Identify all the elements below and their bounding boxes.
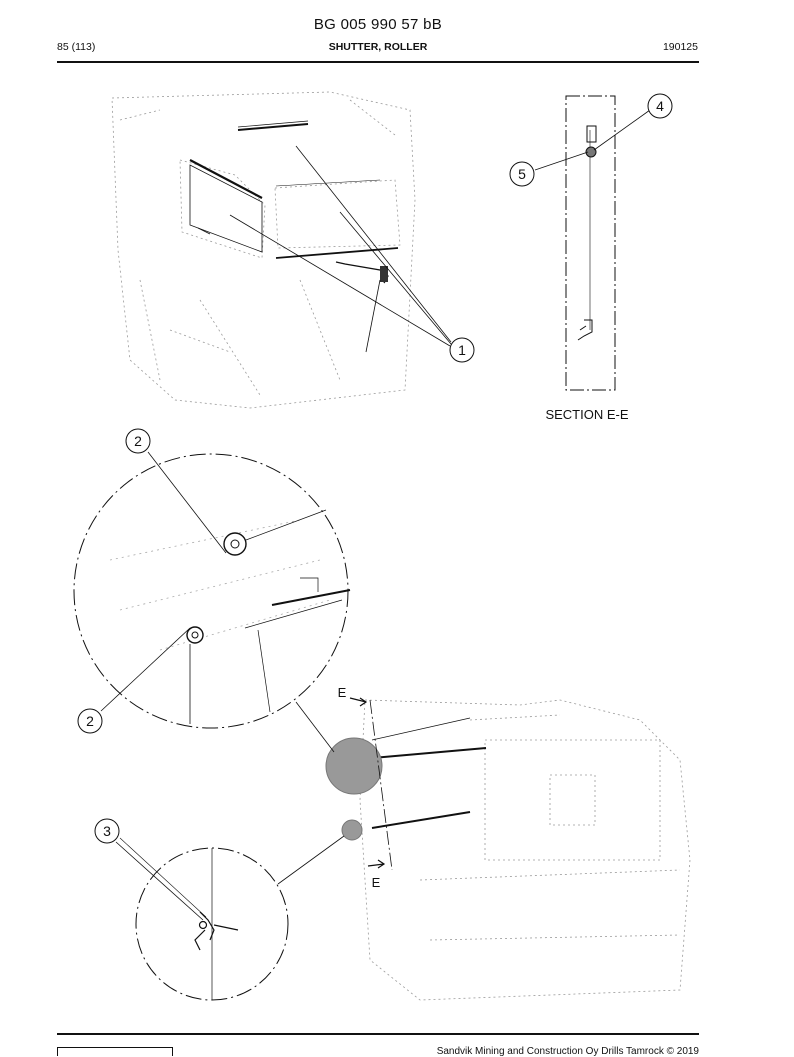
- section-marker-bottom: E: [372, 875, 381, 890]
- page-number: 85 (113): [57, 41, 96, 53]
- machine-side-view: [359, 699, 691, 1001]
- shutter-roller-top: [189, 120, 399, 284]
- detail-circle-a: [73, 451, 351, 729]
- callout-1-label: 1: [458, 342, 466, 358]
- sandvik-logo: [57, 1047, 173, 1056]
- callout-3: 3: [94, 818, 120, 844]
- callout-2-top: 2: [125, 428, 151, 454]
- header-rule: [57, 61, 699, 63]
- section-e-e-view: [534, 95, 651, 391]
- footer-rule: [57, 1033, 699, 1035]
- callout-1: 1: [449, 337, 475, 363]
- callout-4-label: 4: [656, 98, 664, 114]
- callout-2-bottom-label: 2: [86, 713, 94, 729]
- cab-isometric-view: [111, 91, 416, 409]
- callout-2-bottom: 2: [77, 708, 103, 734]
- section-marker-top: E: [338, 685, 347, 700]
- section-title: SHUTTER, ROLLER: [328, 41, 428, 53]
- document-number: BG 005 990 57 bB: [313, 16, 443, 33]
- callout-5: 5: [509, 161, 535, 187]
- detail-circle-b: [115, 837, 289, 1001]
- footer-copyright: Sandvik Mining and Construction Oy Drill…: [436, 1046, 699, 1057]
- callout-3-label: 3: [103, 823, 111, 839]
- callout-5-label: 5: [518, 166, 526, 182]
- callout-4: 4: [647, 93, 673, 119]
- callout-2-top-label: 2: [134, 433, 142, 449]
- section-caption: SECTION E-E: [545, 407, 628, 422]
- machine-details: [277, 697, 487, 885]
- callout-1-leaders: [229, 145, 452, 353]
- revision-code: 190125: [662, 41, 698, 53]
